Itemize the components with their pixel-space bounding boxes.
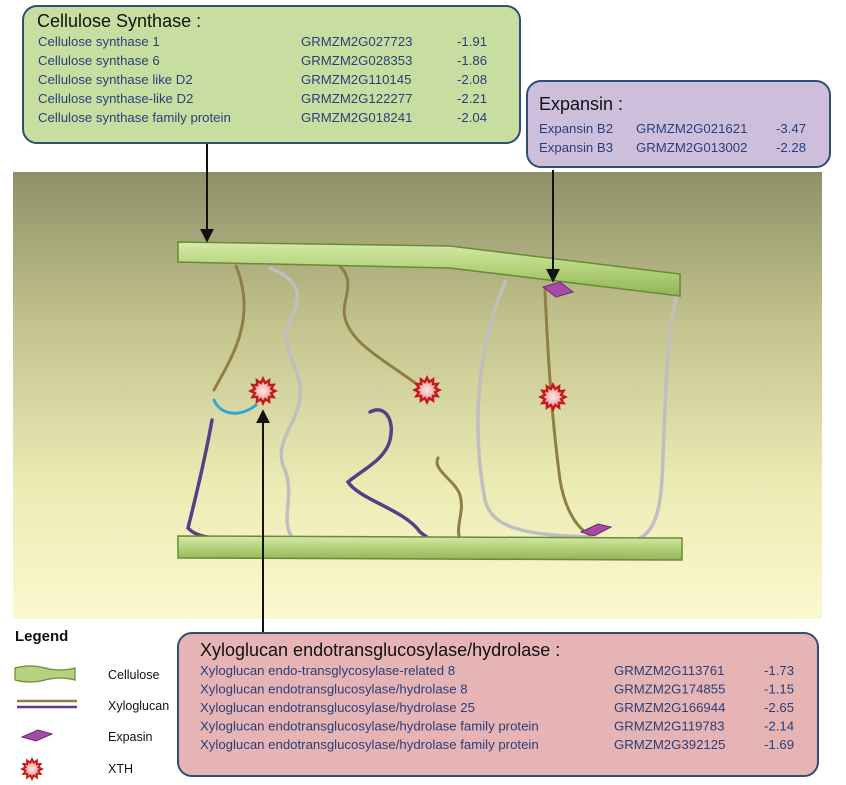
xth-row-value: -1.73 [764, 663, 794, 678]
cellulose-synthase-title: Cellulose Synthase : [37, 11, 201, 31]
cellulose-fibril-bottom [177, 535, 683, 561]
expansin-icon [20, 729, 54, 742]
cellulose-synthase-row-name: Cellulose synthase-like D2 [38, 91, 193, 106]
expansin-row-gene: GRMZM2G013002 [636, 140, 747, 155]
expansin-icon [579, 523, 613, 537]
cellulose-synthase-row-gene: GRMZM2G122277 [301, 91, 412, 106]
xth-box: Xyloglucan endotransglucosylase/hydrolas… [177, 632, 819, 777]
cellulose-synthase-row-name: Cellulose synthase 1 [38, 34, 160, 49]
cellulose-synthase-row-name: Cellulose synthase family protein [38, 110, 231, 125]
xyloglucan-strands-gray [268, 266, 680, 540]
cellulose-synthase-row-gene: GRMZM2G028353 [301, 53, 412, 68]
xth-icon [20, 757, 44, 781]
cellulose-synthase-row-value: -1.91 [457, 34, 487, 49]
cellulose-synthase-row-name: Cellulose synthase 6 [38, 53, 160, 68]
xth-icon-center [24, 761, 40, 777]
expansin-row-value: -3.47 [776, 121, 806, 136]
expansin-row-gene: GRMZM2G021621 [636, 121, 747, 136]
cellulose-fibril-top [177, 241, 681, 297]
xyloglucan-strand [543, 288, 592, 537]
legend-title: Legend [15, 628, 68, 645]
cellulose-synthase-row-value: -2.04 [457, 110, 487, 125]
xth-cleavage-arc [212, 398, 258, 415]
xth-title: Xyloglucan endotransglucosylase/hydrolas… [200, 640, 560, 660]
cellulose-synthase-row-value: -1.86 [457, 53, 487, 68]
xyloglucan-strand [476, 280, 592, 539]
cellulose-synthase-row-gene: GRMZM2G027723 [301, 34, 412, 49]
xth-icon-center [253, 381, 273, 401]
cellulose-synthase-row-name: Cellulose synthase like D2 [38, 72, 193, 87]
cellulose-synthase-row-gene: GRMZM2G110145 [301, 72, 411, 87]
xth-icon-center [543, 387, 563, 407]
xyloglucan-strand [212, 264, 246, 392]
xth-row-gene: GRMZM2G392125 [614, 737, 725, 752]
legend-label-cellulose: Cellulose [108, 668, 159, 682]
xth-icon-center [417, 380, 437, 400]
xth-row-name: Xyloglucan endotransglucosylase/hydrolas… [200, 719, 539, 734]
xyloglucan-strand [638, 288, 680, 540]
xth-row-value: -1.69 [764, 737, 794, 752]
xth-row-value: -1.15 [764, 682, 794, 697]
xth-row-name: Xyloglucan endo-transglycosylase-related… [200, 663, 455, 678]
expansin-icon [541, 281, 575, 298]
legend-label-expansin: Expasin [108, 730, 153, 744]
xyloglucan-strand [268, 266, 303, 539]
cellulose-icon [14, 665, 76, 683]
expansin-title: Expansin : [539, 94, 623, 114]
xth-row-gene: GRMZM2G113761 [614, 663, 724, 678]
legend-label-xth: XTH [108, 762, 133, 776]
cellulose-synthase-row-gene: GRMZM2G018241 [301, 110, 412, 125]
xth-row-gene: GRMZM2G119783 [614, 719, 724, 734]
legend-label-xyloglucan: Xyloglucan [108, 699, 169, 713]
expansin-row-value: -2.28 [776, 140, 806, 155]
xth-row-gene: GRMZM2G174855 [614, 682, 725, 697]
legend: Legend Cellulose Xyloglucan Expasin XTH [14, 628, 169, 781]
cellulose-synthase-row-value: -2.21 [457, 91, 487, 106]
xth-row-name: Xyloglucan endotransglucosylase/hydrolas… [200, 700, 475, 715]
expansin-row-name: Expansin B2 [539, 121, 613, 136]
cellulose-synthase-row-value: -2.08 [457, 72, 487, 87]
xth-row-value: -2.65 [764, 700, 794, 715]
xth-stars [248, 375, 568, 412]
xyloglucan-strand [435, 456, 463, 542]
xth-row-gene: GRMZM2G166944 [614, 700, 725, 715]
expansin-row-name: Expansin B3 [539, 140, 613, 155]
xth-row-name: Xyloglucan endotransglucosylase/hydrolas… [200, 737, 539, 752]
expansin-box: Expansin : Expansin B2 GRMZM2G021621 -3.47… [526, 80, 831, 168]
xth-row-value: -2.14 [764, 719, 794, 734]
xyloglucan-strands-olive [212, 260, 592, 542]
xth-row-name: Xyloglucan endotransglucosylase/hydrolas… [200, 682, 468, 697]
xyloglucan-strand [333, 260, 424, 390]
cellulose-synthase-box: Cellulose Synthase : Cellulose synthase … [22, 5, 521, 144]
